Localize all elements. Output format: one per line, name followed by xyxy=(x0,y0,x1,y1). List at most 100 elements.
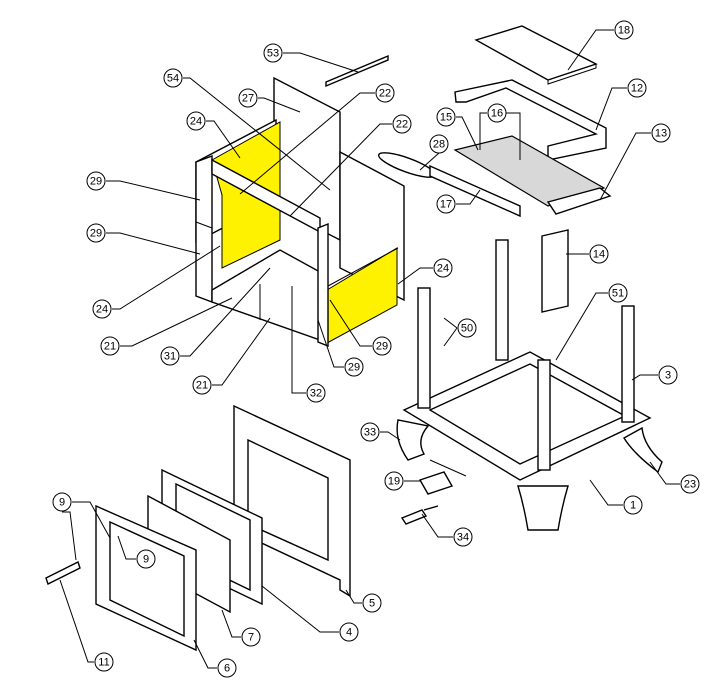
callout-54: 54 xyxy=(163,68,183,88)
callout-27: 27 xyxy=(238,88,258,108)
callout-circle xyxy=(651,123,671,143)
callout-31: 31 xyxy=(160,346,180,366)
callout-circle xyxy=(433,258,453,278)
callout-6: 6 xyxy=(217,658,237,678)
part-13-end xyxy=(546,187,612,215)
part-leg-frame-inner xyxy=(428,363,627,465)
callout-circle xyxy=(306,383,326,403)
callout-22: 22 xyxy=(375,83,395,103)
callout-circle xyxy=(436,194,456,214)
callout-label: 54 xyxy=(167,73,179,85)
part-top-plate xyxy=(474,25,598,81)
callout-circle xyxy=(86,171,106,191)
callout-29: 29 xyxy=(86,171,106,191)
callout-circle xyxy=(362,593,382,613)
callout-label: 51 xyxy=(612,288,624,300)
callout-label: 9 xyxy=(143,554,149,566)
callout-label: 3 xyxy=(665,370,671,382)
callout-24: 24 xyxy=(92,299,112,319)
part-3-post xyxy=(537,359,551,471)
callout-label: 12 xyxy=(631,83,643,95)
callout-label: 19 xyxy=(388,476,400,488)
callout-label: 24 xyxy=(96,304,108,316)
callout-label: 4 xyxy=(346,627,352,639)
callout-circle xyxy=(238,88,258,108)
callout-label: 21 xyxy=(196,380,208,392)
callout-11: 11 xyxy=(94,652,114,672)
callout-label: 23 xyxy=(684,479,696,491)
callout-circle xyxy=(186,111,206,131)
part-15-grate xyxy=(453,135,606,207)
callout-1: 1 xyxy=(623,495,643,515)
callout-label: 5 xyxy=(369,598,375,610)
callout-23: 23 xyxy=(680,474,700,494)
callout-circle xyxy=(344,357,364,377)
callout-53: 53 xyxy=(263,43,283,63)
callout-12: 12 xyxy=(627,78,647,98)
callout-circle xyxy=(436,107,456,127)
callout-circle xyxy=(487,103,507,123)
callout-label: 18 xyxy=(618,25,630,37)
callout-label: 17 xyxy=(440,199,452,211)
callout-28: 28 xyxy=(429,134,449,154)
callout-circle xyxy=(375,83,395,103)
callout-19: 19 xyxy=(384,471,404,491)
part-24-left-panel xyxy=(211,121,281,269)
callout-circle xyxy=(392,114,412,134)
callout-24: 24 xyxy=(186,111,206,131)
callout-22: 22 xyxy=(392,114,412,134)
callout-label: 11 xyxy=(98,657,109,669)
callout-33: 33 xyxy=(360,422,380,442)
callout-7: 7 xyxy=(241,627,261,647)
callout-16: 16 xyxy=(487,103,507,123)
callout-circle xyxy=(86,223,106,243)
callout-9: 9 xyxy=(52,492,72,512)
callout-circle xyxy=(608,283,628,303)
part-3-post xyxy=(621,305,635,423)
part-11-bolt xyxy=(45,561,81,585)
callout-3: 3 xyxy=(658,365,678,385)
callout-15: 15 xyxy=(436,107,456,127)
callout-circle xyxy=(100,336,120,356)
part-17-bracket xyxy=(429,164,521,218)
part-34-handle xyxy=(400,505,439,525)
callout-circle xyxy=(360,422,380,442)
callout-label: 27 xyxy=(242,93,254,105)
callout-circle xyxy=(614,20,634,40)
callout-24: 24 xyxy=(433,258,453,278)
part-rail-53 xyxy=(325,54,389,88)
callout-circle xyxy=(163,68,183,88)
callout-circle xyxy=(241,627,261,647)
callout-circle xyxy=(136,549,156,569)
part-23-foot xyxy=(623,426,663,474)
callout-32: 32 xyxy=(306,383,326,403)
callout-17: 17 xyxy=(436,194,456,214)
callout-label: 16 xyxy=(491,108,503,120)
callout-label: 14 xyxy=(593,249,605,261)
callout-label: 22 xyxy=(396,119,408,131)
part-3-post xyxy=(495,239,509,361)
callout-5: 5 xyxy=(362,593,382,613)
callout-label: 24 xyxy=(437,263,449,275)
callout-18: 18 xyxy=(614,20,634,40)
callout-label: 9 xyxy=(59,497,65,509)
leader-lines xyxy=(59,29,680,669)
part-14-duct xyxy=(541,229,569,313)
callout-13: 13 xyxy=(651,123,671,143)
part-3-post xyxy=(417,287,431,409)
callout-34: 34 xyxy=(453,527,473,547)
callout-circle xyxy=(658,365,678,385)
callout-50: 50 xyxy=(457,318,477,338)
callout-label: 24 xyxy=(190,116,202,128)
callout-circle xyxy=(192,375,212,395)
callout-label: 29 xyxy=(90,228,102,240)
callout-circle xyxy=(372,336,392,356)
callout-14: 14 xyxy=(589,244,609,264)
part-19-plate xyxy=(418,471,454,495)
callout-label: 7 xyxy=(248,632,254,644)
callout-circle xyxy=(217,658,237,678)
callout-circle xyxy=(429,134,449,154)
callout-circle xyxy=(92,299,112,319)
callout-circle xyxy=(263,43,283,63)
